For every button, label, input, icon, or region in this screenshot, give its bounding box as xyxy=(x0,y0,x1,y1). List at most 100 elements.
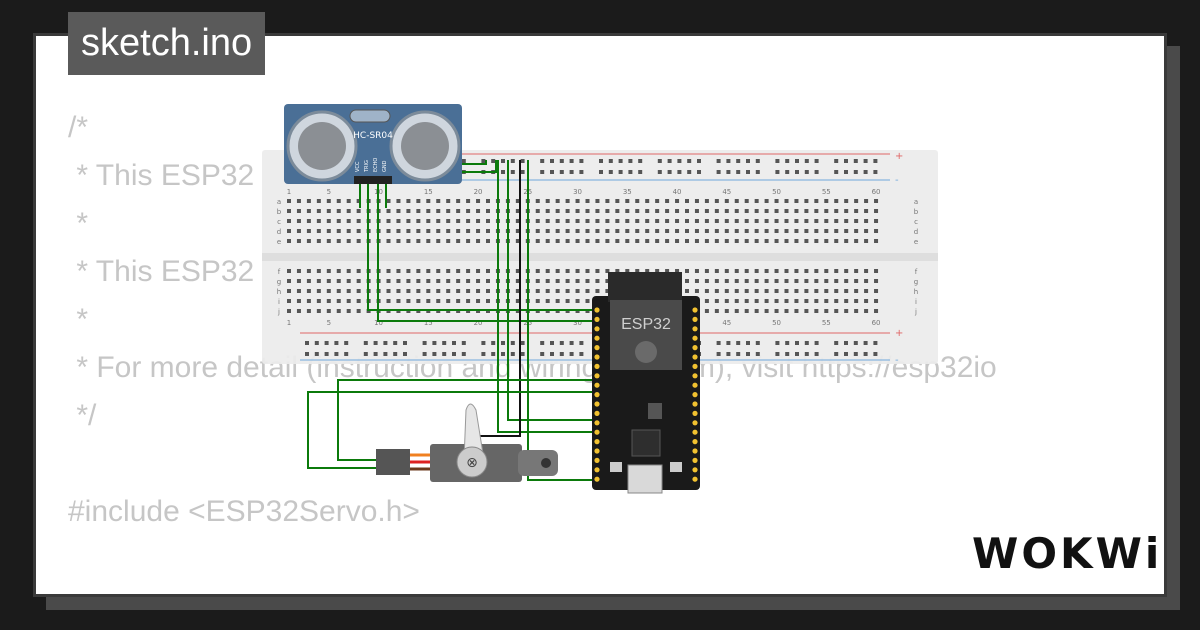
bb-rail-hole xyxy=(344,352,349,356)
bb-rail-hole xyxy=(873,352,878,356)
bb-rail-hole xyxy=(569,170,574,174)
bb-hole xyxy=(466,209,471,213)
usb-port-icon xyxy=(627,464,663,494)
board-pin xyxy=(692,457,698,463)
board-pin xyxy=(594,439,600,445)
bb-hole xyxy=(535,279,540,283)
bb-rail-hole xyxy=(726,352,731,356)
bb-rail-hole xyxy=(452,352,456,356)
bb-hole xyxy=(605,229,610,233)
rail-minus-label-bottom: - xyxy=(895,355,899,366)
bb-rail-hole xyxy=(814,159,819,163)
bb-hole xyxy=(416,219,421,223)
bb-rail-hole xyxy=(746,341,750,345)
boot-button xyxy=(670,462,682,472)
bb-hole xyxy=(456,209,461,213)
row-label: h xyxy=(277,288,281,296)
bb-hole xyxy=(774,309,779,313)
bb-hole xyxy=(864,199,869,203)
bb-hole xyxy=(346,209,351,213)
wire-ground xyxy=(478,160,521,437)
bb-hole xyxy=(764,199,769,203)
bb-hole xyxy=(346,309,351,313)
bb-hole xyxy=(834,299,839,303)
bb-hole xyxy=(724,239,729,243)
bb-hole xyxy=(575,219,580,223)
bb-hole xyxy=(804,289,809,293)
bb-rail-hole xyxy=(834,352,839,356)
board-pin xyxy=(594,326,600,332)
bb-rail-hole xyxy=(324,341,329,345)
bb-hole xyxy=(824,309,829,313)
bb-hole xyxy=(744,299,749,303)
bb-rail-hole xyxy=(628,170,633,174)
bb-rail-hole xyxy=(697,170,701,174)
board-pin xyxy=(692,467,698,473)
bb-hole xyxy=(844,229,849,233)
bb-hole xyxy=(864,239,869,243)
bb-hole xyxy=(575,239,580,243)
bb-hole xyxy=(774,219,779,223)
bb-hole xyxy=(287,309,291,313)
board-pin xyxy=(692,316,698,322)
board-pins xyxy=(594,307,698,482)
bb-hole xyxy=(844,269,849,273)
bb-rail-hole xyxy=(520,352,525,356)
bb-hole xyxy=(734,309,739,313)
bb-hole xyxy=(287,199,291,203)
bb-rail-hole xyxy=(618,170,623,174)
bb-hole xyxy=(476,289,481,293)
bb-hole xyxy=(466,299,471,303)
bb-hole xyxy=(874,209,879,213)
bb-hole xyxy=(764,309,769,313)
bb-hole xyxy=(844,289,849,293)
bb-hole xyxy=(704,199,709,203)
code-line: * This ESP32 xyxy=(68,255,255,288)
bb-hole xyxy=(824,239,829,243)
bb-hole xyxy=(456,269,461,273)
bb-hole xyxy=(704,269,709,273)
bb-rail-hole xyxy=(775,352,780,356)
column-label: 15 xyxy=(424,188,433,196)
wire-power xyxy=(497,160,598,433)
row-label: f xyxy=(915,268,918,276)
bb-hole xyxy=(585,299,590,303)
bb-hole xyxy=(555,209,560,213)
board-pin xyxy=(594,316,600,322)
bb-rail-hole xyxy=(785,341,790,345)
sketch-title: sketch.ino xyxy=(68,12,266,75)
bb-hole xyxy=(565,299,570,303)
bb-hole xyxy=(535,199,540,203)
bb-hole xyxy=(595,199,600,203)
bb-hole xyxy=(814,209,819,213)
bb-hole xyxy=(615,269,620,273)
bb-hole xyxy=(545,199,550,203)
bb-hole xyxy=(784,199,789,203)
bb-hole xyxy=(585,289,590,293)
bb-hole xyxy=(814,239,819,243)
bb-rail-hole xyxy=(559,341,564,345)
bb-hole xyxy=(555,289,560,293)
bb-hole xyxy=(834,269,839,273)
bb-hole xyxy=(396,239,401,243)
bb-hole xyxy=(316,289,321,293)
bb-hole xyxy=(615,219,620,223)
bb-hole xyxy=(296,289,301,293)
bb-rail-hole xyxy=(520,170,525,174)
bb-hole xyxy=(804,209,809,213)
bb-hole xyxy=(326,219,331,223)
bb-hole xyxy=(316,209,321,213)
bb-rail-hole xyxy=(726,170,731,174)
bb-rail-hole xyxy=(775,341,780,345)
bb-hole xyxy=(824,299,829,303)
column-label: 30 xyxy=(573,188,582,196)
bb-hole xyxy=(585,269,590,273)
bb-hole xyxy=(356,279,361,283)
bb-hole xyxy=(565,219,570,223)
bb-hole xyxy=(824,219,829,223)
bb-hole xyxy=(466,229,471,233)
row-label: e xyxy=(277,238,281,246)
bb-hole xyxy=(784,269,789,273)
bb-rail-hole xyxy=(510,341,515,345)
bb-hole xyxy=(406,229,411,233)
